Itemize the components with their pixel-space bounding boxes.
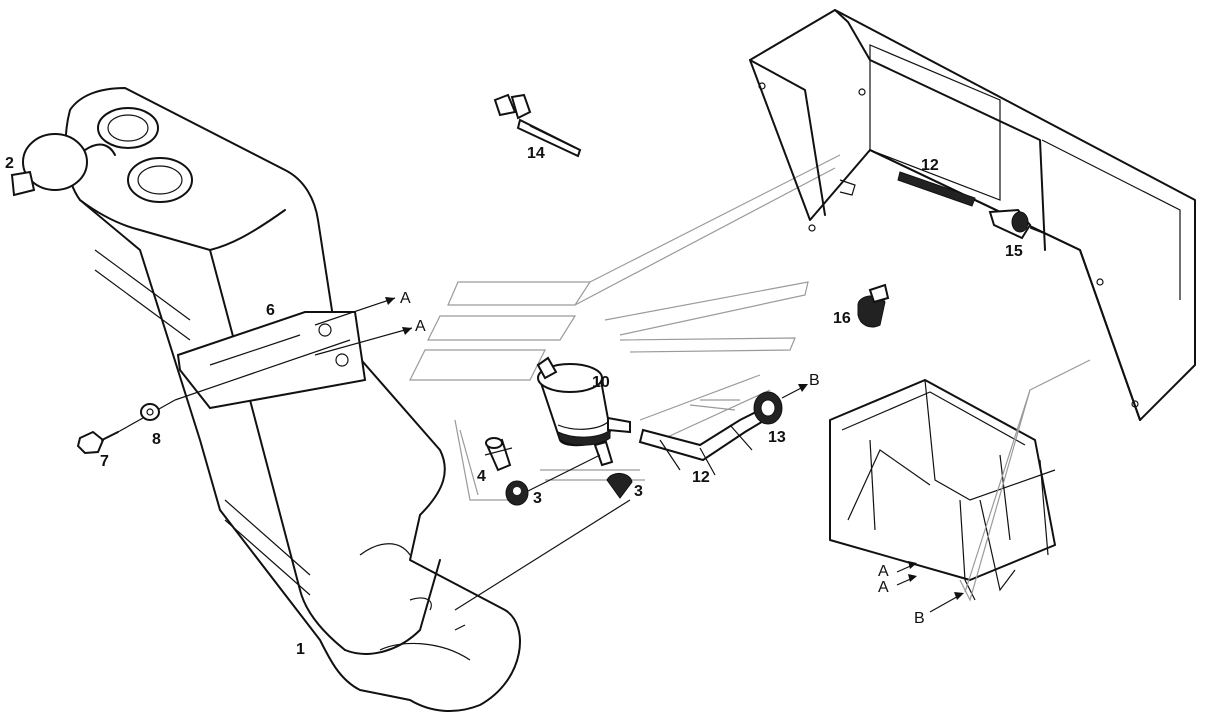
reference-b-cab: B [914,610,925,627]
reference-b-nozzle: B [809,372,820,389]
callout-12-upper: 12 [921,157,939,174]
nozzle-connector [988,208,1049,240]
callout-6: 6 [266,302,275,319]
callout-3-left: 3 [533,490,542,507]
reference-lines-a [174,297,413,401]
callout-10: 10 [592,374,610,391]
callout-16: 16 [833,310,851,327]
washer-hose-upper [897,171,976,207]
reference-a-cab-2: A [878,579,889,596]
callout-8: 8 [152,431,161,448]
reference-a-cab-1: A [878,563,889,580]
callout-14: 14 [527,145,545,162]
grommet-right [606,473,633,499]
reference-a-upper: A [400,290,411,307]
reference-a-lower: A [415,318,426,335]
washer-pump [509,356,631,501]
spray-nozzle [753,384,808,425]
callout-3-right: 3 [634,483,643,500]
reference-lines-cab [896,389,1031,613]
grommet-left [505,480,529,506]
grommet-cab [857,283,890,328]
callout-13: 13 [768,429,786,446]
washer-tank [64,87,521,712]
callout-1: 1 [296,641,305,658]
callout-2: 2 [5,155,14,172]
check-valve [484,437,513,472]
callout-12-lower: 12 [692,469,710,486]
callout-4: 4 [477,468,486,485]
filler-cap [10,133,116,197]
washer-ring [140,403,160,421]
cab-frame [829,359,1091,602]
callout-7: 7 [100,453,109,470]
mounting-bracket [176,311,367,410]
tank-connection-line [454,499,631,611]
cable-tie [493,93,582,158]
ghost-outlines [409,154,841,501]
washer-hose [638,408,767,476]
cab-panel [749,9,1196,421]
callout-15: 15 [1005,243,1023,260]
